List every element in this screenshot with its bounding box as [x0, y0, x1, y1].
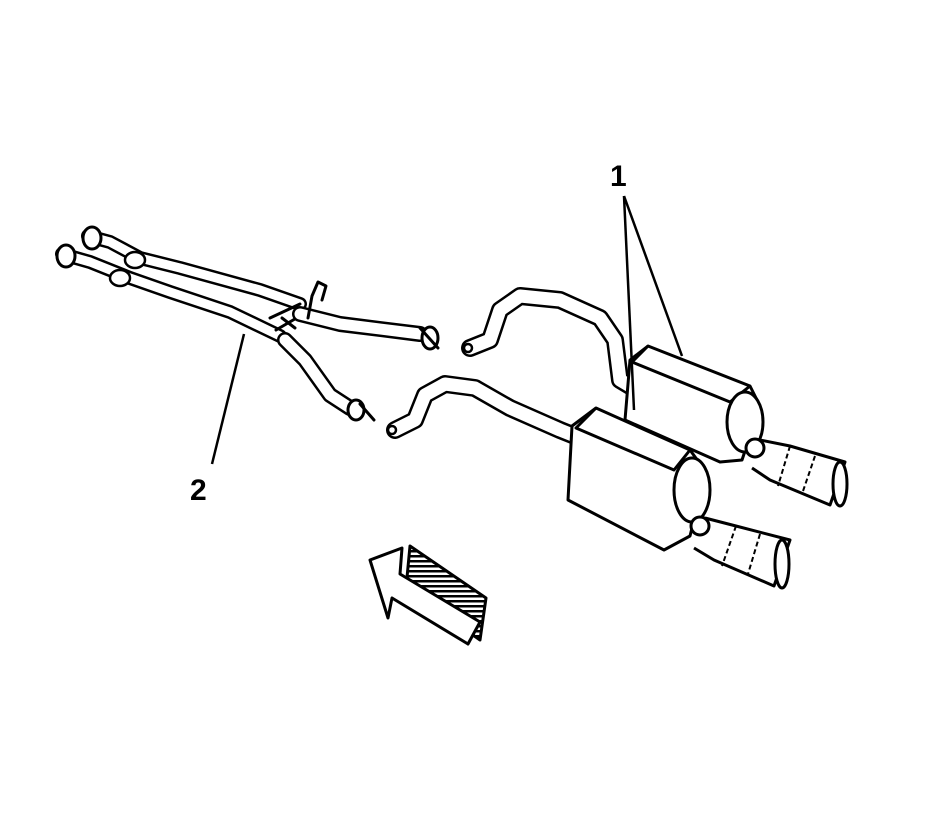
- callout-2-label: 2: [190, 474, 207, 507]
- leader-2: [210, 333, 246, 465]
- hanger-bracket: [306, 280, 328, 320]
- callout-1-label: 1: [610, 160, 627, 193]
- front-pipe-assembly: [55, 225, 440, 422]
- muffler-left: [566, 406, 792, 590]
- upper-flange: [81, 225, 103, 251]
- leader-lines: [210, 195, 684, 465]
- front-direction-arrow: [368, 544, 488, 646]
- lower-flange: [55, 243, 77, 269]
- intermediate-pipes: [386, 287, 649, 449]
- leader-1-b: [622, 195, 684, 357]
- leader-1-a: [622, 195, 636, 411]
- muffler-right: [623, 344, 849, 508]
